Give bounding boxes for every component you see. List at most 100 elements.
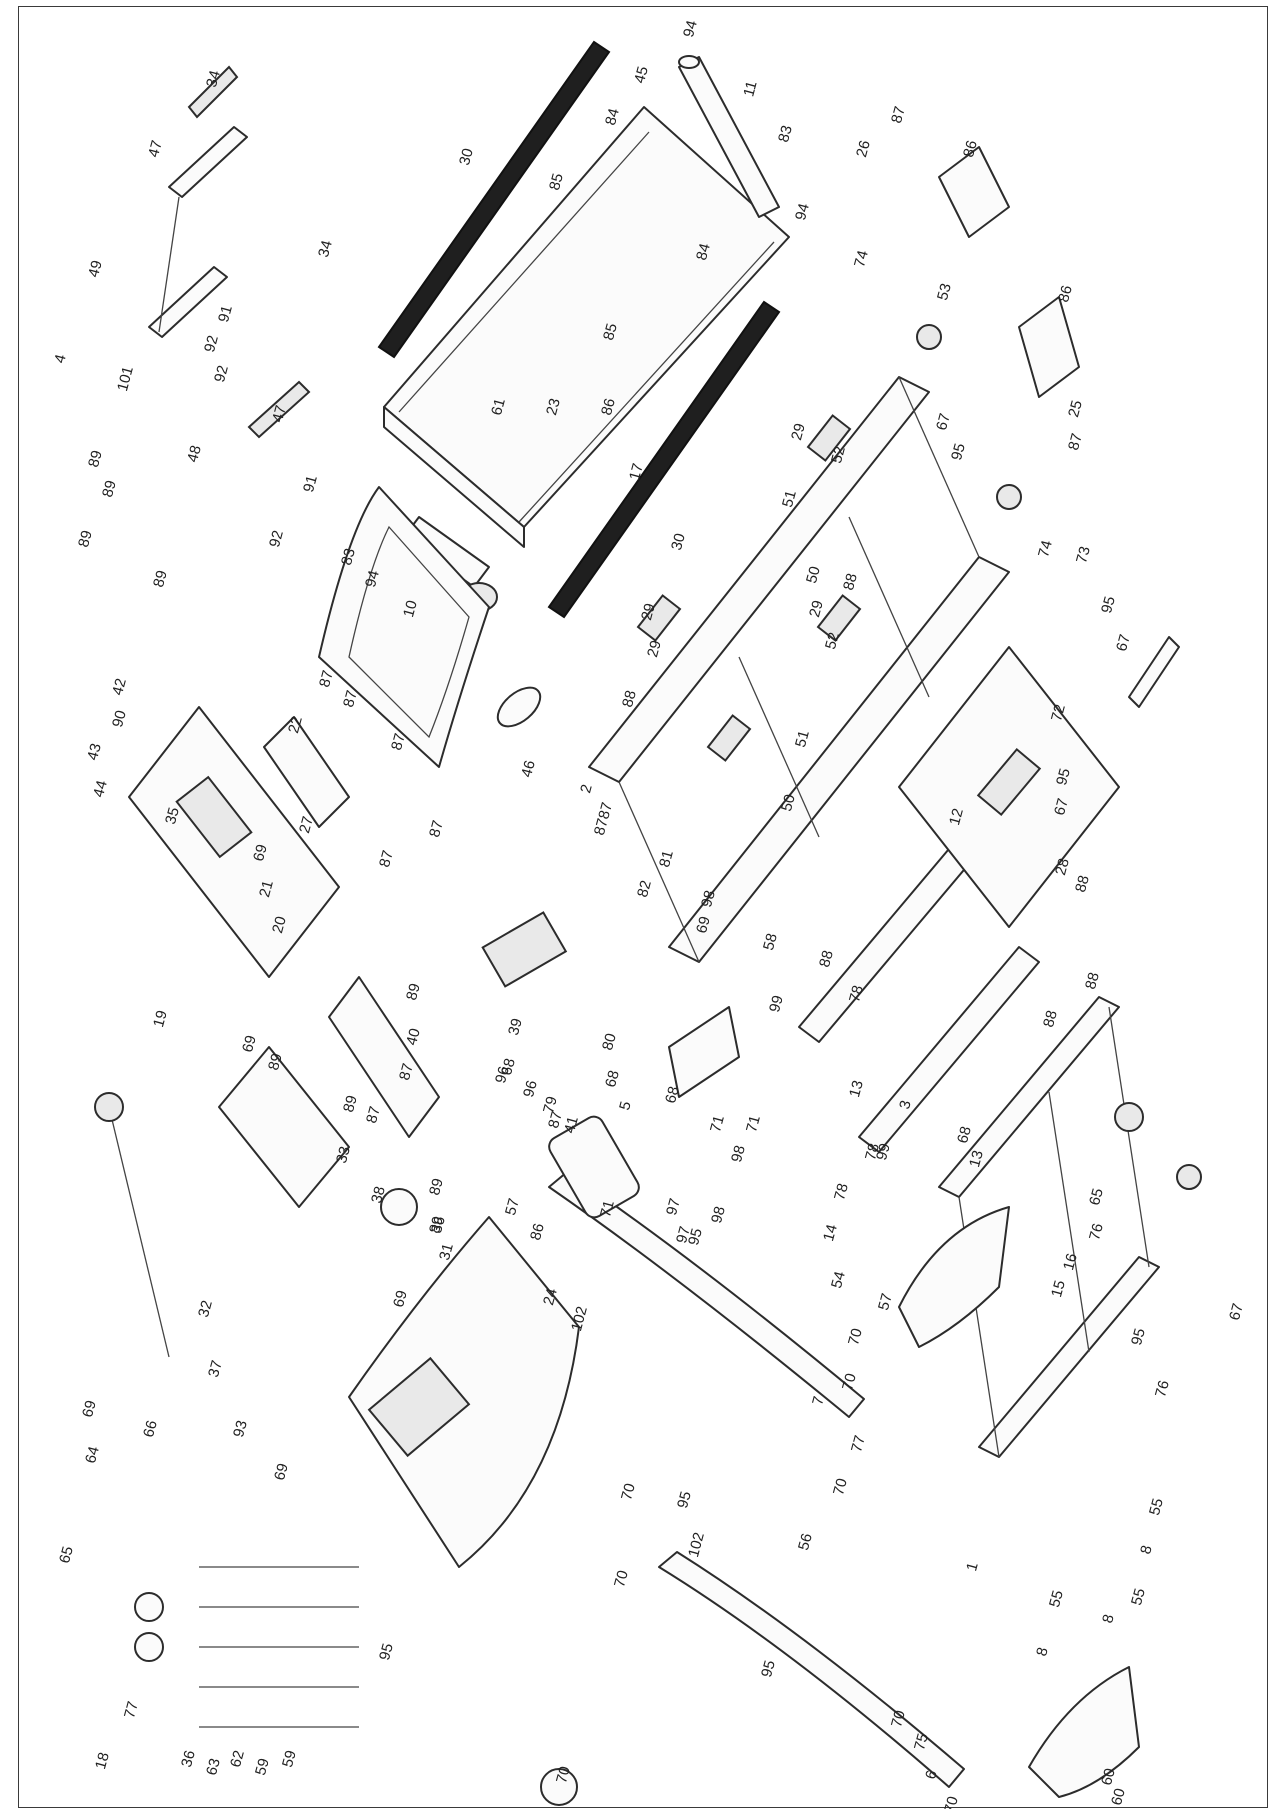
exploded-parts-diagram: 9411839445843085848517653034474991929210… xyxy=(51,19,1247,1809)
callout-88: 88 xyxy=(1082,971,1103,992)
callout-93: 93 xyxy=(230,1419,251,1440)
callout-69: 69 xyxy=(271,1462,292,1483)
base-pan-28 xyxy=(898,646,1120,928)
callout-45: 45 xyxy=(631,65,652,86)
callout-82: 82 xyxy=(634,879,655,900)
callout-13: 13 xyxy=(966,1149,987,1170)
callout-71: 71 xyxy=(743,1114,764,1135)
callout-60: 60 xyxy=(1098,1767,1119,1788)
callout-77: 77 xyxy=(121,1700,142,1721)
callout-89: 89 xyxy=(340,1094,361,1115)
callout-8: 8 xyxy=(1033,1646,1052,1658)
callout-21: 21 xyxy=(256,879,277,900)
callout-89: 89 xyxy=(99,479,120,500)
callout-51: 51 xyxy=(779,489,800,510)
callout-36: 36 xyxy=(178,1749,199,1770)
callout-96: 96 xyxy=(520,1079,541,1100)
callout-17: 17 xyxy=(626,462,647,483)
callout-92: 92 xyxy=(211,364,232,385)
callout-51: 51 xyxy=(792,729,813,750)
callout-29: 29 xyxy=(806,599,827,620)
callout-74: 74 xyxy=(851,249,872,270)
callout-38: 38 xyxy=(368,1185,389,1206)
callout-13: 13 xyxy=(846,1079,867,1100)
callout-70: 70 xyxy=(830,1477,851,1498)
callout-72: 72 xyxy=(1048,703,1069,724)
callout-1: 1 xyxy=(963,1561,982,1573)
callout-48: 48 xyxy=(184,444,205,465)
callout-89: 89 xyxy=(75,529,96,550)
main-frame-2 xyxy=(588,376,1010,963)
incline-frame-3 xyxy=(798,836,1040,1153)
callout-78: 78 xyxy=(846,984,867,1005)
callout-81: 81 xyxy=(656,849,677,870)
callout-70: 70 xyxy=(888,1709,909,1730)
callout-18: 18 xyxy=(92,1751,113,1772)
callout-41: 41 xyxy=(561,1115,582,1136)
callout-98: 98 xyxy=(728,1144,749,1165)
callout-71: 71 xyxy=(597,1199,618,1220)
callout-86: 86 xyxy=(598,397,619,418)
callout-8: 8 xyxy=(1137,1544,1156,1556)
callout-24: 24 xyxy=(540,1287,561,1308)
motor-39 xyxy=(481,911,568,988)
callout-73: 73 xyxy=(1073,545,1094,566)
front-roller-11 xyxy=(678,55,780,218)
console-19 xyxy=(128,706,340,978)
wheel-53 xyxy=(916,324,942,350)
callout-65: 65 xyxy=(56,1545,77,1566)
upright-6 xyxy=(658,1551,965,1788)
callout-90: 90 xyxy=(109,709,130,730)
callout-35: 35 xyxy=(162,806,183,827)
callout-5: 5 xyxy=(616,1100,635,1112)
callout-62: 62 xyxy=(227,1749,248,1770)
belt-46 xyxy=(496,686,542,728)
motor-cover-27 xyxy=(318,486,490,768)
callout-67: 67 xyxy=(1051,797,1072,818)
callout-30: 30 xyxy=(668,532,689,553)
callout-50: 50 xyxy=(778,793,799,814)
cover-26 xyxy=(938,146,1010,238)
callout-68: 68 xyxy=(662,1085,683,1106)
callout-57: 57 xyxy=(875,1292,896,1313)
callout-97: 97 xyxy=(663,1197,684,1218)
callout-37: 37 xyxy=(205,1359,226,1380)
side-rail-30-upper xyxy=(377,40,611,359)
callout-40: 40 xyxy=(403,1027,424,1048)
wheel-76 xyxy=(1176,1164,1202,1190)
callout-42: 42 xyxy=(109,677,130,698)
side-rail-30-lower xyxy=(547,300,781,619)
callout-58: 58 xyxy=(760,932,781,953)
callout-60: 60 xyxy=(1108,1787,1129,1808)
callout-83: 83 xyxy=(775,124,796,145)
callout-70: 70 xyxy=(553,1765,574,1786)
callout-87: 87 xyxy=(888,105,909,126)
callout-74: 74 xyxy=(1035,539,1056,560)
handlebar-4 xyxy=(148,65,311,439)
callout-20: 20 xyxy=(269,915,290,936)
callout-77: 77 xyxy=(848,1434,869,1455)
callout-95: 95 xyxy=(1098,595,1119,616)
callout-52: 52 xyxy=(828,445,849,466)
keypad-20 xyxy=(263,716,350,828)
callout-87: 87 xyxy=(426,819,447,840)
callout-86: 86 xyxy=(1055,284,1076,305)
callout-27: 27 xyxy=(296,815,317,836)
callout-68: 68 xyxy=(498,1057,519,1078)
callout-31: 31 xyxy=(436,1242,457,1263)
callout-67: 67 xyxy=(1113,633,1134,654)
callout-57: 57 xyxy=(502,1197,523,1218)
callout-39: 39 xyxy=(505,1017,526,1038)
callout-50: 50 xyxy=(803,565,824,586)
callout-78: 78 xyxy=(862,1142,883,1163)
callout-36: 36 xyxy=(428,1215,449,1236)
callout-10: 10 xyxy=(400,599,421,620)
tube-12 xyxy=(1128,636,1180,708)
cover-24 xyxy=(898,1206,1010,1348)
callout-55: 55 xyxy=(1128,1587,1149,1608)
callout-34: 34 xyxy=(203,69,224,90)
power-cord-64 xyxy=(94,1092,170,1358)
callout-95: 95 xyxy=(674,1490,695,1511)
bracket-5 xyxy=(668,1006,740,1098)
